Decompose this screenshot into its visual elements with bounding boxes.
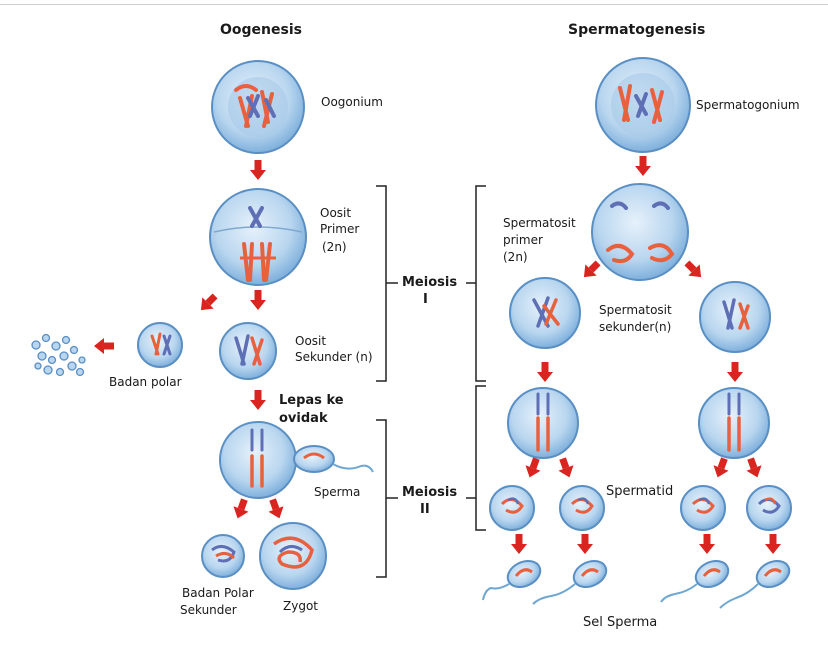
badan-polar-sekunder-label-1: Badan Polar: [182, 586, 254, 601]
spermatosit-primer-label-1: Spermatosit: [503, 216, 576, 231]
oogenesis-title: Oogenesis: [220, 22, 302, 38]
meiosis-ii-right-cell: [699, 388, 769, 458]
spermatogonium-label: Spermatogonium: [696, 98, 800, 113]
badan-polar-sekunder-cell: [202, 535, 244, 577]
sperma-label: Sperma: [314, 485, 360, 500]
oosit-primer-label-1: Oosit: [320, 206, 351, 221]
spermatogonium-cell: [596, 58, 690, 152]
oosit-primer-label-3: (2n): [322, 240, 347, 255]
sperm-approaching: [294, 446, 373, 472]
oosit-sekunder-cell: [220, 323, 276, 379]
spermatosit-primer-label-2: primer: [503, 233, 543, 248]
fertilized-egg-cell: [220, 422, 296, 498]
oogonium-label: Oogonium: [321, 95, 383, 110]
spermatosit-primer-label-3: (2n): [503, 250, 528, 265]
oogonium-cell: [212, 61, 304, 153]
spermatosit-sekunder-label-2: sekunder(n): [599, 320, 671, 335]
spermatogenesis-title: Spermatogenesis: [568, 22, 705, 38]
zygot-label: Zygot: [283, 599, 318, 614]
spermatosit-sekunder-right-cell: [700, 282, 770, 352]
oosit-primer-label-2: Primer: [320, 222, 359, 237]
badan-polar-sekunder-label-2: Sekunder: [180, 603, 237, 618]
badan-polar-cell: [138, 323, 182, 367]
zygot-cell: [260, 523, 326, 589]
sperm-cells: [483, 556, 793, 608]
badan-polar-label: Badan polar: [109, 375, 182, 390]
meiosis-ii-left-cell: [508, 388, 578, 458]
meiosis-ii-label-1: Meiosis: [402, 485, 457, 500]
spermatosit-sekunder-left-cell: [510, 278, 580, 348]
spermatosit-sekunder-label-1: Spermatosit: [599, 303, 672, 318]
spermatid-label: Spermatid: [606, 484, 673, 499]
meiosis-ii-label-2: II: [420, 502, 430, 517]
meiosis-i-label-2: I: [423, 292, 428, 307]
meiosis-ii-bracket: [376, 386, 486, 577]
oosit-sekunder-label-2: Sekunder (n): [295, 350, 373, 365]
meiosis-i-label-1: Meiosis: [402, 275, 457, 290]
oosit-primer-cell: [210, 189, 306, 285]
oosit-sekunder-label-1: Oosit: [295, 334, 326, 349]
lepas-label-1: Lepas ke: [279, 393, 344, 408]
spermatosit-primer-cell: [592, 184, 688, 280]
lepas-label-2: ovidak: [279, 411, 328, 426]
polar-body-fragments: [32, 335, 85, 376]
sel-sperma-label: Sel Sperma: [583, 615, 657, 630]
